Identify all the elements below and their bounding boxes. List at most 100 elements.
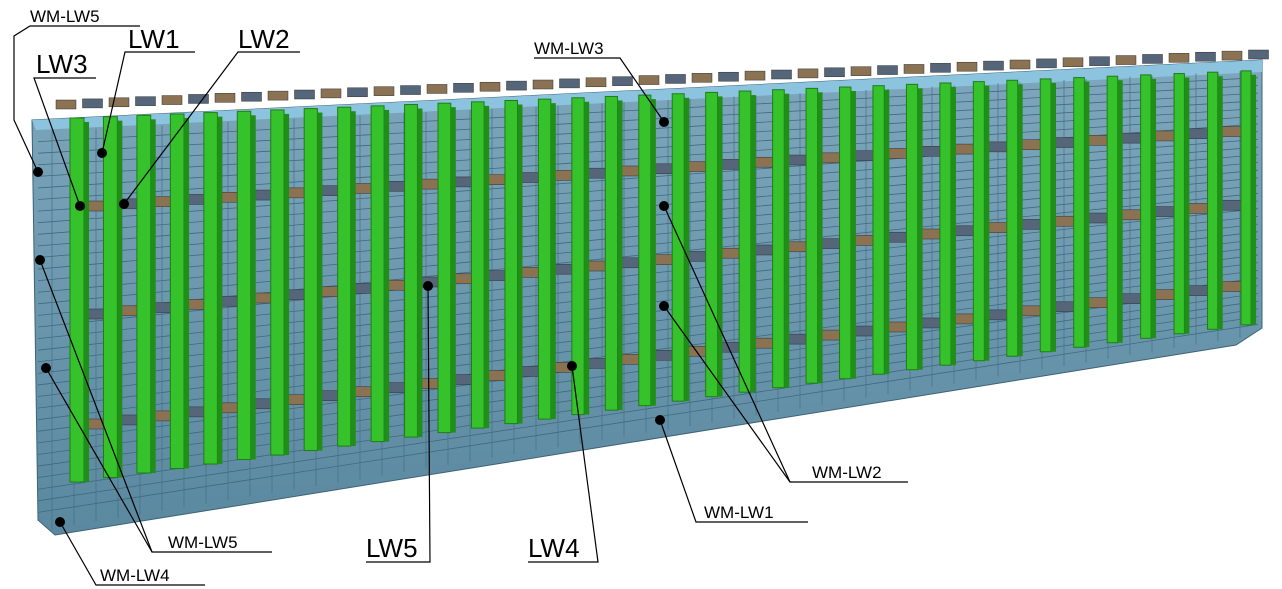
stiffener-side <box>350 111 356 447</box>
stiffener <box>270 109 285 456</box>
chain-block <box>956 61 978 72</box>
stiffener-side <box>617 100 623 411</box>
stiffener-side <box>917 88 923 370</box>
stiffener-side <box>717 96 723 397</box>
label-wm-lw5-bottom: WM-LW5 <box>168 533 238 552</box>
chain-block <box>1248 49 1269 60</box>
stiffener <box>738 90 752 393</box>
stiffener-side <box>550 103 556 420</box>
label-wm-lw4: WM-LW4 <box>100 566 170 585</box>
stiffener <box>972 81 985 362</box>
stiffener-side <box>284 113 290 456</box>
stiffener <box>236 110 252 461</box>
leader-lines <box>13 25 908 586</box>
stiffener-side <box>1251 74 1257 325</box>
stiffener <box>69 117 85 483</box>
label-wm-lw5-top: WM-LW5 <box>30 7 100 26</box>
stiffener <box>470 101 485 429</box>
stiffener <box>437 102 452 434</box>
chain-block <box>320 88 342 99</box>
chain-block <box>294 89 315 100</box>
wall-ties <box>75 126 1242 430</box>
label-lw3: LW3 <box>36 49 88 79</box>
chain-block <box>426 84 448 94</box>
stiffener <box>1006 79 1019 357</box>
stiffener-side <box>517 104 523 424</box>
stiffener <box>939 82 952 366</box>
stiffener <box>337 106 352 447</box>
stiffener-side <box>1051 82 1057 352</box>
label-wm-lw1: WM-LW1 <box>704 503 774 522</box>
label-lw5: LW5 <box>366 533 418 563</box>
chain-block <box>1115 55 1137 65</box>
chain-block <box>135 96 156 106</box>
chain-block <box>1221 50 1243 61</box>
stiffener <box>1039 78 1052 353</box>
stiffener <box>504 99 518 425</box>
label-lw2: LW2 <box>238 24 290 54</box>
stiffener-side <box>217 116 223 465</box>
chain-block <box>930 63 951 73</box>
stiffener <box>905 83 919 371</box>
chain-block <box>850 66 872 76</box>
stiffener-side <box>84 122 89 482</box>
stiffener-side <box>750 95 756 393</box>
stiffener-side <box>684 97 690 402</box>
chain-block <box>453 83 474 93</box>
stiffener-side <box>417 108 423 438</box>
stiffener-side <box>950 86 956 366</box>
chain-block <box>638 75 660 85</box>
stiffener-side <box>117 120 123 478</box>
stiffener <box>638 94 652 407</box>
stiffener-side <box>1184 77 1190 334</box>
label-lw4: LW4 <box>528 533 580 563</box>
chain-block <box>82 98 103 109</box>
stiffener-side <box>184 117 190 469</box>
label-lw1: LW1 <box>128 24 180 54</box>
stiffener <box>537 98 552 420</box>
chain-block <box>1168 53 1190 63</box>
stiffener-side <box>384 109 390 442</box>
chain-block <box>797 68 819 79</box>
chain-block <box>55 99 77 110</box>
stiffener <box>1207 71 1219 330</box>
stiffener-side <box>450 107 456 433</box>
label-wm-lw2: WM-LW2 <box>812 463 882 482</box>
stiffener <box>136 114 152 474</box>
chain-block <box>718 71 739 82</box>
chain-block <box>532 79 554 90</box>
chain-block <box>1195 51 1216 62</box>
stiffener-side <box>150 119 156 474</box>
stiffener <box>1073 77 1085 348</box>
stiffener <box>370 105 385 443</box>
chain-block <box>267 90 289 101</box>
chain-block <box>903 64 925 74</box>
stiffener <box>102 116 118 479</box>
stiffener <box>1240 70 1252 326</box>
chain-block <box>1089 56 1110 66</box>
chain-block <box>983 60 1004 71</box>
chain-block <box>161 95 183 105</box>
course-line <box>37 323 1259 513</box>
stiffener-side <box>817 92 823 384</box>
stiffener-side <box>784 93 790 388</box>
stiffener <box>1173 73 1185 335</box>
chain-block <box>691 73 713 83</box>
stiffener <box>805 87 819 384</box>
callout-labels: WM-LW5 LW3 LW1 LW2 WM-LW3 WM-LW2 WM-LW1 … <box>30 7 882 585</box>
stiffener-side <box>650 99 656 406</box>
top-tie-chain <box>55 49 1269 110</box>
stiffener-side <box>1117 80 1123 343</box>
chain-block <box>506 80 527 91</box>
chain-block <box>400 85 421 95</box>
chain-block <box>1009 59 1031 70</box>
stiffener <box>872 85 885 375</box>
chain-block <box>108 97 130 108</box>
stiffener <box>404 104 418 438</box>
stiffener <box>1106 75 1119 344</box>
stiffener-side <box>850 91 856 379</box>
stiffener <box>839 86 852 380</box>
chain-block <box>612 76 633 86</box>
